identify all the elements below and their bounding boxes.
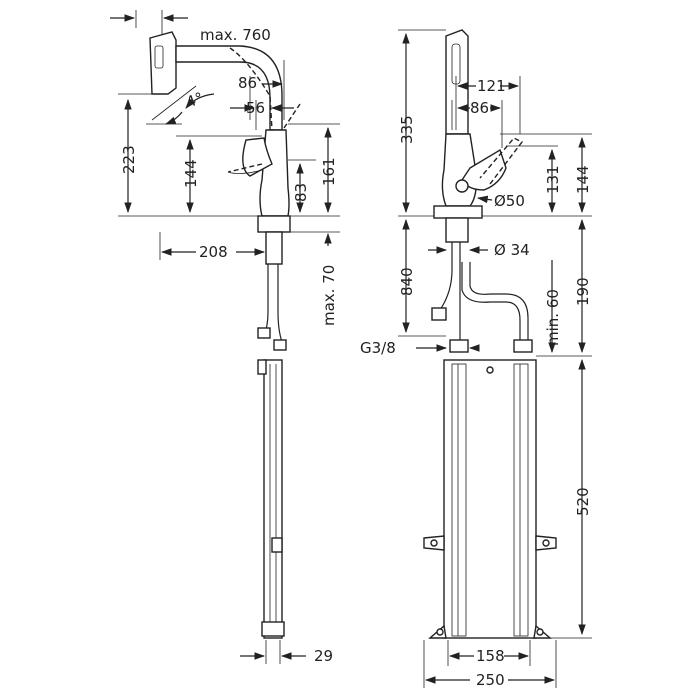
label-223: 223 (120, 145, 138, 174)
label-g38: G3/8 (360, 339, 396, 357)
lever-swing-front (479, 137, 524, 185)
front-flange (433, 205, 483, 219)
label-86-right: 86 (470, 99, 489, 117)
label-161: 161 (320, 157, 338, 186)
label-158: 158 (476, 647, 505, 665)
hose-right (461, 262, 521, 340)
spout-column (445, 29, 469, 135)
label-250: 250 (476, 671, 505, 689)
label-144-left: 144 (182, 159, 200, 188)
shank (265, 231, 283, 265)
label-dia50: Ø50 (494, 192, 525, 210)
label-131: 131 (544, 165, 562, 194)
label-max-760: max. 760 (200, 26, 271, 44)
label-208: 208 (199, 243, 228, 261)
box-side (263, 359, 283, 639)
base-flange (257, 215, 291, 233)
label-190: 190 (574, 277, 592, 306)
spout (175, 45, 283, 131)
label-144-right: 144 (574, 165, 592, 194)
supply-hose (263, 264, 269, 337)
label-29: 29 (314, 647, 333, 665)
under-sink-box (443, 359, 537, 639)
label-121: 121 (477, 77, 506, 95)
lever-swing (227, 163, 263, 173)
label-86-top: 86 (238, 74, 257, 92)
side-view: max. 760 86 56 4° 223 144 161 (110, 10, 340, 665)
label-520: 520 (574, 487, 592, 516)
label-56: 56 (246, 99, 265, 117)
front-shank (445, 217, 469, 243)
label-83: 83 (292, 183, 310, 202)
hose-left (439, 242, 453, 311)
label-335: 335 (398, 115, 416, 144)
label-min-60: min. 60 (544, 289, 562, 346)
label-dia34: Ø 34 (494, 241, 530, 259)
label-angle-4: 4° (184, 89, 206, 112)
spray-head-buttons (154, 45, 164, 69)
label-max-70: max. 70 (320, 265, 338, 326)
label-840: 840 (398, 267, 416, 296)
front-view: 335 121 86 144 131 Ø50 Ø 34 840 190 (360, 29, 592, 689)
